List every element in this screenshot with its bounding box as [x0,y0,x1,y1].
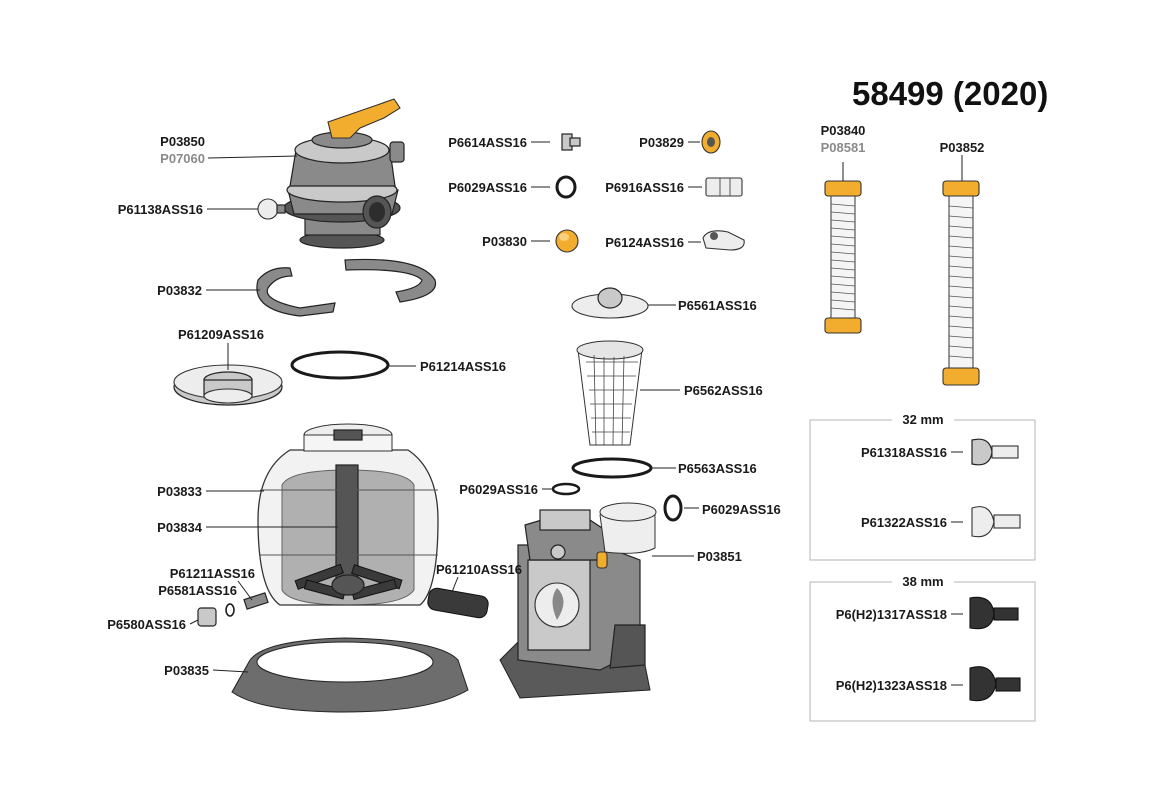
hose-adaptor [705,177,743,197]
label-p61138: P61138ASS16 [118,202,203,217]
strap-clamp [702,230,745,251]
label-p03832: P03832 [157,283,202,298]
lid-o-ring [571,457,653,479]
strainer-cap [555,229,579,253]
outlet-fitting-p61322 [971,506,1021,538]
label-p61214: P61214ASS16 [420,359,506,374]
model-title: 58499 (2020) [852,75,1048,112]
box-38mm [809,581,1036,722]
label-p6124: P6124ASS16 [605,235,684,250]
label-p6h21323: P6(H2)1323ASS18 [836,678,947,693]
label-p6563: P6563ASS16 [678,461,757,476]
inlet-fitting-p6h21317 [969,596,1019,630]
inlet-fitting-p61318 [971,438,1019,466]
hose-p03852 [942,180,980,386]
label-p07060: P07060 [160,151,205,166]
label-p6580: P6580ASS16 [107,617,186,632]
label-p03829: P03829 [639,135,684,150]
hose-p03840 [824,180,862,334]
o-ring-small-b [551,482,581,496]
box-38mm-heading: 38 mm [902,574,943,589]
label-p6562: P6562ASS16 [684,383,763,398]
connection-hose-short [427,587,489,619]
label-p6561: P6561ASS16 [678,298,757,313]
label-p6029-a: P6029ASS16 [448,180,527,195]
clamp-ring-halves [256,258,437,317]
tank-base [231,637,469,713]
filter-pump [499,502,657,699]
label-p08581: P08581 [821,140,866,155]
label-p03850: P03850 [160,134,205,149]
air-release-valve [561,133,581,151]
drain-assembly [197,592,269,627]
label-p61318: P61318ASS16 [861,445,947,460]
leader-lines [189,141,963,686]
pressure-gauge [257,198,286,220]
o-ring-small-a [555,175,577,199]
diffuser-plate [173,364,283,406]
label-p6h21317: P6(H2)1317ASS18 [836,607,947,622]
multiport-valve [283,98,405,249]
label-p03835: P03835 [164,663,209,678]
strainer-lid [571,287,649,319]
o-ring-small-c [663,494,683,522]
label-p03830: P03830 [482,234,527,249]
label-p03840: P03840 [821,123,866,138]
label-p61211: P61211ASS16 [170,566,255,581]
outlet-fitting-p6h21323 [969,666,1021,702]
label-p03851: P03851 [697,549,742,564]
label-p03834: P03834 [157,520,203,535]
plunger-cap [701,130,721,154]
label-p6916: P6916ASS16 [605,180,684,195]
label-p61322: P61322ASS16 [861,515,947,530]
label-p03833: P03833 [157,484,202,499]
box-32mm [809,419,1036,561]
label-p6029-b: P6029ASS16 [459,482,538,497]
label-p6614: P6614ASS16 [448,135,527,150]
filter-tank [257,423,439,606]
label-p61210: P61210ASS16 [436,562,522,577]
box-32mm-heading: 32 mm [902,412,943,427]
label-p61209: P61209ASS16 [178,327,264,342]
label-p6029-c: P6029ASS16 [702,502,781,517]
label-p6581: P6581ASS16 [158,583,237,598]
strainer-basket [576,340,644,446]
label-p03852: P03852 [940,140,985,155]
tank-o-ring [290,350,390,380]
